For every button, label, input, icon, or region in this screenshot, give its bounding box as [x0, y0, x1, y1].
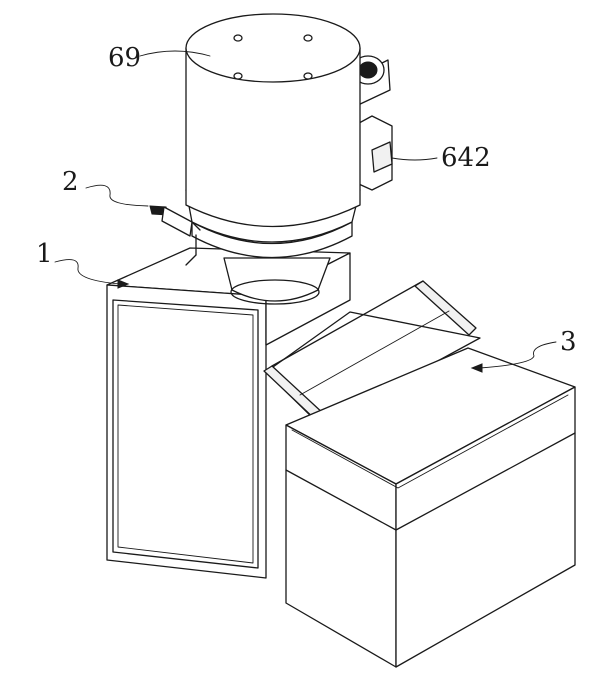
leader-642: [391, 157, 438, 161]
label-69: 69: [108, 43, 141, 73]
conveyor-box: [285, 347, 576, 668]
chute-tray: [263, 280, 481, 426]
cabinet-door: [112, 299, 259, 569]
hopper: [185, 13, 361, 305]
leader-lines: [54, 50, 557, 373]
label-2: 2: [62, 167, 79, 197]
leader-3: [479, 341, 557, 369]
leader-1: [54, 259, 121, 285]
sensor: [149, 205, 201, 237]
leader-2: [85, 184, 149, 207]
label-3: 3: [560, 327, 577, 357]
leader-69: [139, 50, 211, 57]
label-1: 1: [36, 239, 53, 269]
label-642: 642: [441, 143, 491, 173]
